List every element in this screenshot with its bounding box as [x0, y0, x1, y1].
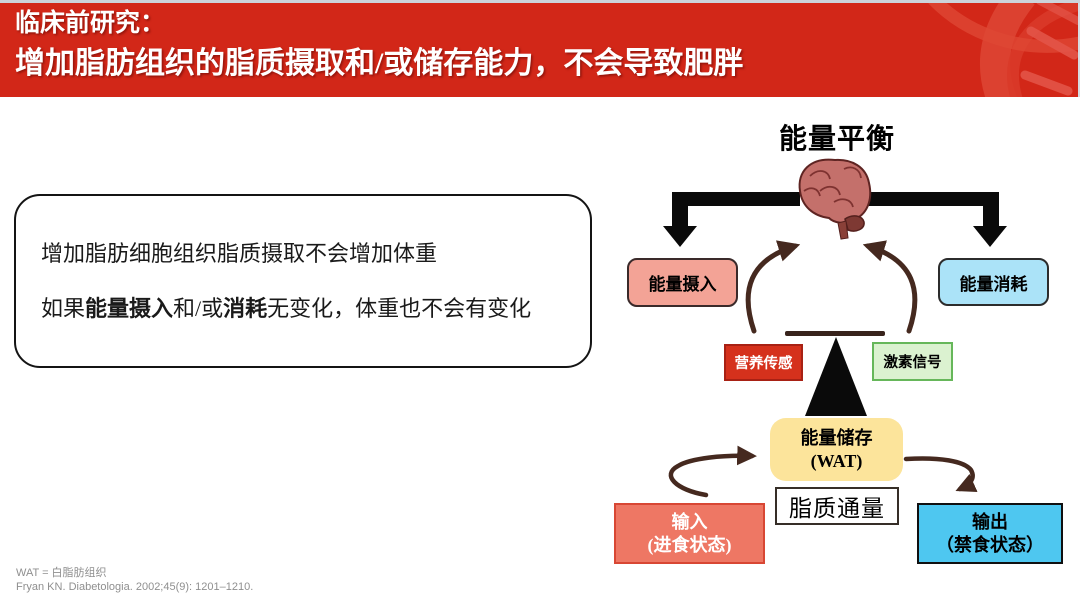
brain-icon	[798, 158, 872, 240]
key-message-line2: 如果能量摄入和/或消耗无变化，体重也不会有变化	[41, 291, 531, 323]
slide-top-border	[0, 0, 1080, 3]
diagram-title: 能量平衡	[779, 124, 896, 155]
energy-intake-box: 能量摄入	[627, 258, 738, 307]
line2-seg-4: 无变化，体重也不会有变化	[267, 296, 532, 321]
line2-seg-0: 如果	[41, 296, 86, 321]
hormone-signal-box: 激素信号	[872, 342, 953, 381]
arrow-storage-to-output	[903, 456, 978, 493]
arrow-beam-right-to-brain	[862, 240, 918, 334]
line2-seg-2: 和/或	[173, 296, 224, 321]
header-title-line2: 增加脂肪组织的脂质摄取和/或储存能力，不会导致肥胖	[15, 47, 744, 80]
key-message-line1: 增加脂肪细胞组织脂质摄取不会增加体重	[41, 241, 438, 266]
header-title-line1: 临床前研究：	[15, 10, 166, 37]
hormone-signal-label: 激素信号	[883, 355, 942, 371]
arrow-input-to-storage	[668, 445, 757, 498]
input-fed-state-box: 输入 (进食状态)	[614, 503, 765, 564]
header-banner: 临床前研究： 增加脂肪组织的脂质摄取和/或储存能力，不会导致肥胖	[0, 3, 1080, 97]
lipid-flux-label: 脂质通量	[789, 496, 885, 521]
footnote-reference: Fryan KN. Diabetologia. 2002;45(9): 1201…	[16, 581, 254, 593]
energy-expenditure-box: 能量消耗	[938, 258, 1049, 306]
arrow-brain-to-intake	[663, 192, 800, 247]
output-label-line2: （禁食状态）	[936, 534, 1044, 555]
output-fasted-state-box: 输出 （禁食状态）	[917, 503, 1063, 564]
lipid-flux-box: 脂质通量	[775, 487, 899, 525]
key-message-box: 增加脂肪细胞组织脂质摄取不会增加体重 如果能量摄入和/或消耗无变化，体重也不会有…	[14, 194, 592, 368]
input-label-line2: (进食状态)	[647, 534, 732, 555]
footnote-abbreviation: WAT = 白脂肪组织	[16, 567, 107, 579]
nutrient-sensing-box: 营养传感	[724, 344, 803, 381]
line2-seg-expenditure: 消耗	[223, 296, 268, 321]
energy-expenditure-label: 能量消耗	[959, 274, 1028, 294]
energy-storage-label-line1: 能量储存	[800, 427, 873, 448]
footnote: WAT = 白脂肪组织 Fryan KN. Diabetologia. 2002…	[16, 566, 253, 594]
balance-fulcrum-triangle	[805, 337, 867, 416]
arrow-brain-to-expenditure	[868, 192, 1007, 247]
nutrient-sensing-label: 营养传感	[734, 356, 793, 372]
output-label-line1: 输出	[972, 511, 1008, 532]
balance-beam	[785, 331, 885, 336]
energy-intake-label: 能量摄入	[648, 275, 717, 294]
line2-seg-energy-intake: 能量摄入	[85, 296, 174, 321]
energy-storage-box: 能量储存 (WAT)	[770, 418, 903, 481]
arrow-beam-left-to-brain	[745, 240, 801, 334]
input-label-line1: 输入	[671, 511, 708, 532]
energy-storage-label-line2: (WAT)	[810, 450, 863, 471]
dna-helix-icon	[928, 3, 1078, 97]
